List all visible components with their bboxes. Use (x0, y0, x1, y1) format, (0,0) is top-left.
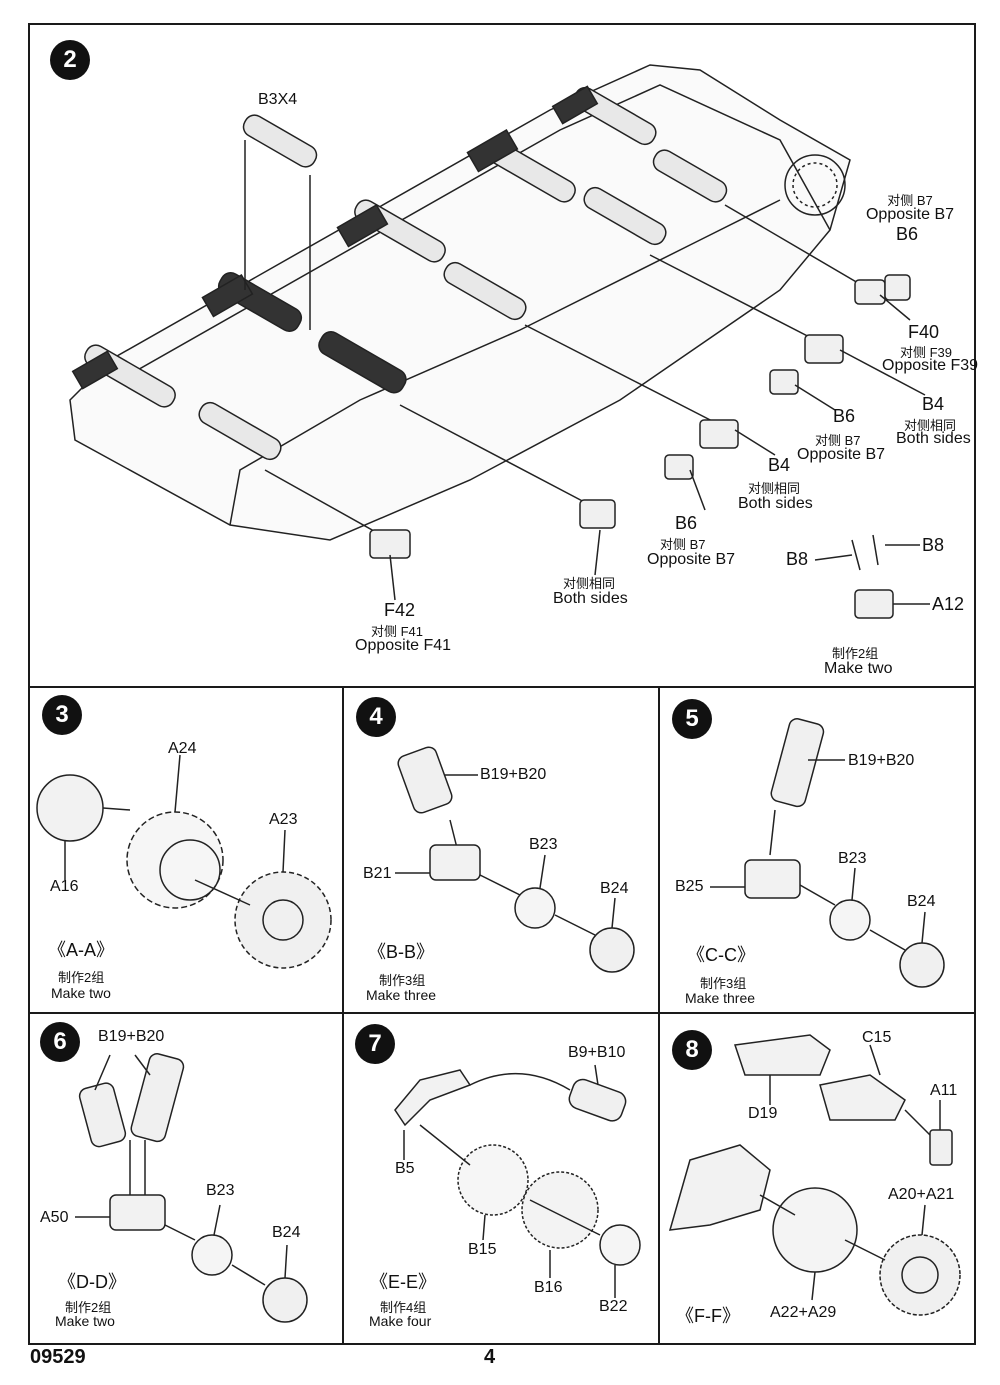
step-number-4: 4 (356, 697, 396, 737)
label-b23: B23 (838, 850, 867, 867)
label-a20-a21: A20+A21 (888, 1186, 955, 1203)
make-three-cn: 制作3组 (700, 976, 747, 991)
section-f-f: 《F-F》 (676, 1306, 740, 1326)
label-b22: B22 (599, 1298, 628, 1315)
label-a16: A16 (50, 878, 79, 895)
label-b24: B24 (272, 1224, 301, 1241)
label-opposite-b7-top: Opposite B7 (865, 206, 955, 223)
label-b4-right: B4 (922, 394, 945, 414)
label-dui-f39: 对侧 F39 (900, 345, 953, 360)
section-b-b: 《B-B》 (368, 942, 435, 962)
label-b6-top: B6 (896, 224, 919, 244)
label-b4-mid: B4 (768, 455, 791, 475)
label-both-cn-mid: 对侧相同 (748, 481, 801, 496)
step-number-2: 2 (50, 40, 90, 80)
make-two: Make two (51, 985, 111, 1001)
label-b19-b20: B19+B20 (848, 752, 915, 769)
label-dui-b7-low: 对侧 B7 (660, 537, 706, 552)
label-b15: B15 (468, 1241, 497, 1258)
label-f42: F42 (384, 600, 416, 620)
label-b19-b20: B19+B20 (98, 1028, 165, 1045)
step8-panel (658, 1012, 976, 1345)
label-make-two: Make two (824, 660, 893, 677)
label-f40: F40 (908, 322, 940, 342)
label-d19: D19 (748, 1105, 778, 1122)
page-number: 4 (484, 1346, 496, 1368)
label-b16: B16 (534, 1279, 563, 1296)
label-both-sides-right: Both sides (896, 430, 971, 447)
make-two: Make two (55, 1313, 115, 1329)
step-number-6: 6 (40, 1022, 80, 1062)
label-a50: A50 (40, 1209, 69, 1226)
label-b8-left: B8 (786, 549, 809, 569)
label-b9-b10: B9+B10 (568, 1044, 626, 1061)
step-number-7: 7 (355, 1024, 395, 1064)
step-number-5: 5 (672, 699, 712, 739)
label-both-sides-mid: Both sides (738, 495, 813, 512)
label-dui-b7-top: 对侧 B7 (887, 193, 933, 208)
label-opposite-f39: Opposite F39 (882, 357, 979, 374)
label-dui-b7-mid: 对侧 B7 (815, 433, 861, 448)
label-dui-f41: 对侧 F41 (371, 624, 424, 639)
label-both-cn-low: 对侧相同 (563, 576, 616, 591)
label-b5: B5 (395, 1160, 415, 1177)
step-number-3: 3 (42, 695, 82, 735)
label-both-sides-low: Both sides (553, 590, 628, 607)
label-a12: A12 (932, 594, 965, 614)
label-b23: B23 (206, 1182, 235, 1199)
make-three: Make three (685, 990, 756, 1006)
step-number-8: 8 (672, 1030, 712, 1070)
make-four-cn: 制作4组 (380, 1300, 427, 1315)
section-c-c: 《C-C》 (687, 945, 755, 965)
catalog-code: 09529 (30, 1346, 86, 1368)
label-b3x4: B3X4 (258, 91, 298, 108)
label-b25: B25 (675, 878, 704, 895)
section-e-e: 《E-E》 (370, 1272, 437, 1292)
label-b24: B24 (600, 880, 629, 897)
label-a11: A11 (930, 1082, 958, 1099)
label-b6-mid: B6 (833, 406, 856, 426)
label-a23: A23 (269, 811, 298, 828)
section-d-d: 《D-D》 (58, 1272, 126, 1292)
section-a-a: 《A-A》 (48, 940, 115, 960)
label-opposite-b7-mid: Opposite B7 (797, 446, 886, 463)
make-three: Make three (366, 987, 437, 1003)
make-three-cn: 制作3组 (379, 973, 426, 988)
label-b24: B24 (907, 893, 936, 910)
label-c15: C15 (862, 1029, 892, 1046)
make-two-cn: 制作2组 (58, 970, 105, 985)
label-b21: B21 (363, 865, 392, 882)
label-b23: B23 (529, 836, 558, 853)
label-opposite-f41: Opposite F41 (355, 637, 452, 654)
label-both-cn-right: 对侧相同 (904, 418, 957, 433)
label-b8-right: B8 (922, 535, 945, 555)
label-a22-a29: A22+A29 (770, 1304, 837, 1321)
label-make-two-cn: 制作2组 (832, 646, 879, 661)
label-a24: A24 (168, 740, 197, 757)
label-b19-b20: B19+B20 (480, 766, 547, 783)
label-opposite-b7-low: Opposite B7 (647, 551, 736, 568)
label-b6-low: B6 (675, 513, 698, 533)
make-four: Make four (369, 1313, 432, 1329)
make-two-cn: 制作2组 (65, 1300, 112, 1315)
